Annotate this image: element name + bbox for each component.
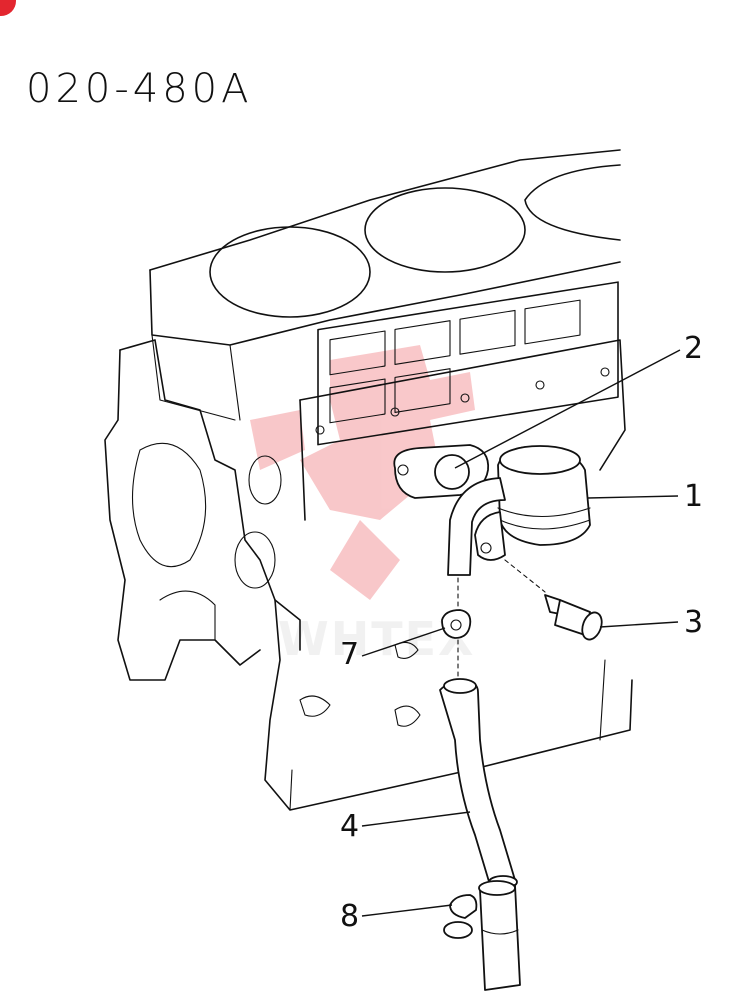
assembly-lines xyxy=(457,559,546,681)
block-top xyxy=(149,149,621,421)
part-4-hose xyxy=(439,678,518,889)
callout-1: 1 xyxy=(684,479,703,514)
callout-8: 8 xyxy=(340,899,359,934)
block-lower xyxy=(264,599,633,811)
callout-3: 3 xyxy=(684,605,703,640)
watermark-text: WHTEX xyxy=(278,612,476,666)
callout-4: 4 xyxy=(340,809,359,844)
part-8-clamp xyxy=(443,880,521,991)
block-left-wall xyxy=(104,339,301,681)
diagram-code: 020-480A xyxy=(26,66,253,112)
part-7-clamp xyxy=(441,609,472,639)
callout-2: 2 xyxy=(684,331,703,366)
callout-7: 7 xyxy=(340,637,359,672)
part-1-housing xyxy=(447,445,591,576)
callouts: 2 1 3 7 4 8 xyxy=(340,331,703,934)
watermark: WHTEX xyxy=(250,345,476,666)
block-side-face xyxy=(299,281,626,521)
part-2-flange xyxy=(393,444,490,499)
part-3-bolt xyxy=(544,594,603,641)
